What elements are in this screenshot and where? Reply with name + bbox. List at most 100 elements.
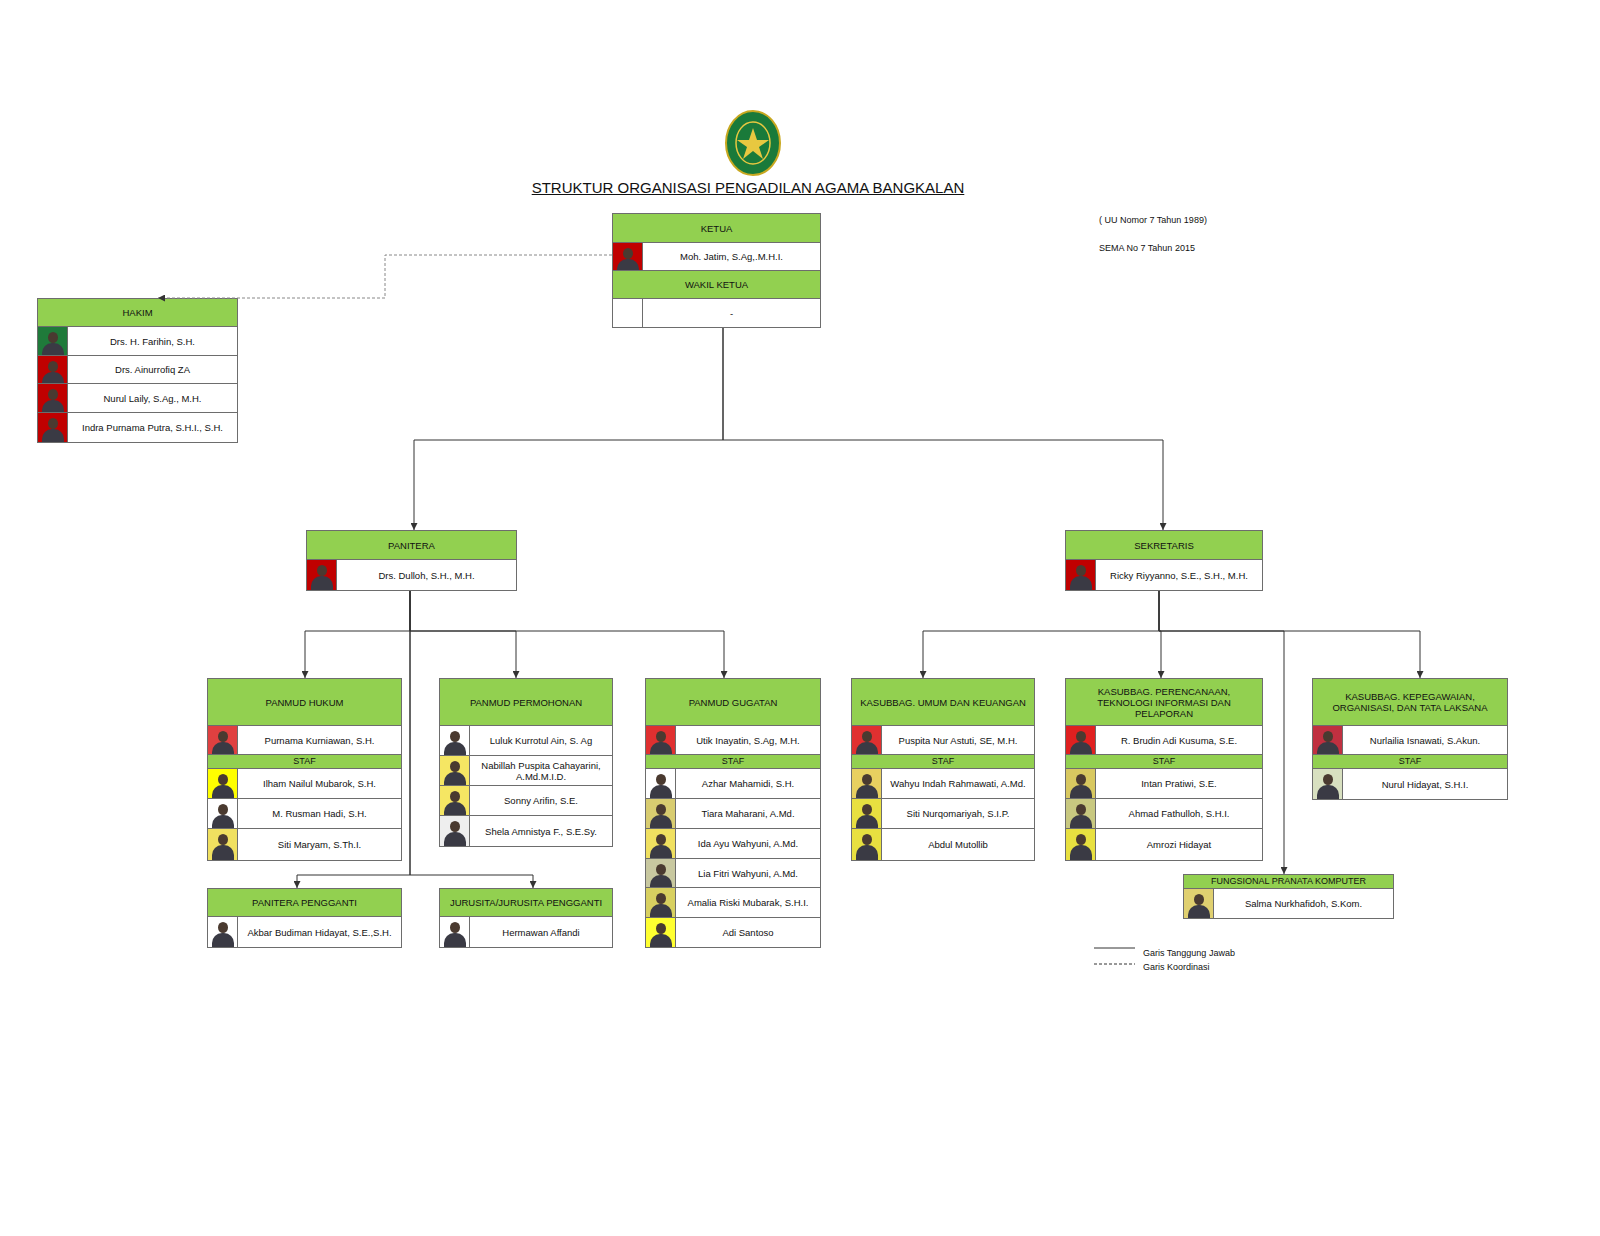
name-row: Nurul Laily, S.Ag., M.H. (38, 384, 237, 413)
position-title: KASUBBAG. PERENCANAAN, TEKNOLOGI INFORMA… (1070, 686, 1258, 719)
person-name: Moh. Jatim, S.Ag,.M.H.I. (680, 251, 783, 262)
note-label: SEMA No 7 Tahun 2015 (1099, 243, 1195, 253)
photo-body (650, 845, 672, 858)
photo-frame (38, 327, 68, 355)
photo-head (48, 361, 58, 372)
connector (1159, 591, 1161, 678)
name-cell: Nurul Laily, S.Ag., M.H. (68, 384, 237, 412)
photo-head (656, 731, 666, 742)
photo-body (1070, 815, 1092, 828)
photo-body (856, 785, 878, 798)
name-cell: Sonny Arifin, S.E. (470, 786, 612, 815)
photo-body (650, 934, 672, 947)
position-title: PANITERA PENGGANTI (252, 897, 357, 908)
person-name: Salma Nurkhafidoh, S.Kom. (1245, 898, 1362, 909)
name-row: - (613, 299, 820, 327)
photo-frame (646, 888, 676, 917)
person-name: Shela Amnistya F., S.E.Sy. (485, 826, 597, 837)
name-cell: Siti Nurqomariyah, S.I.P. (882, 799, 1034, 828)
photo-body (1317, 785, 1339, 799)
photo-frame (38, 356, 68, 383)
person-name: Tiara Maharani, A.Md. (701, 808, 794, 819)
person-name: Luluk Kurrotul Ain, S. Ag (490, 735, 592, 746)
name-row: Tiara Maharani, A.Md. (646, 799, 820, 829)
name-cell: Amrozi Hidayat (1096, 829, 1262, 860)
photo-frame (440, 816, 470, 846)
staff-band: STAF (1313, 755, 1507, 769)
photo-body (42, 343, 64, 355)
photo-head (862, 804, 872, 815)
person-name: Utik Inayatin, S.Ag, M.H. (696, 735, 799, 746)
photo-head (862, 834, 872, 845)
name-row: Wahyu Indah Rahmawati, A.Md. (852, 769, 1034, 799)
photo-head (450, 791, 460, 802)
name-cell: Lia Fitri Wahyuni, A.Md. (676, 859, 820, 887)
name-cell: Adi Santoso (676, 918, 820, 947)
photo-frame (646, 918, 676, 947)
photo-head (48, 389, 58, 400)
staff-label: STAF (293, 756, 315, 767)
photo-head (656, 834, 666, 845)
photo-frame (1313, 726, 1343, 754)
photo-body (1070, 576, 1092, 590)
name-cell: Drs. Ainurrofiq ZA (68, 356, 237, 383)
photo-body (212, 933, 234, 947)
name-row: Adi Santoso (646, 918, 820, 947)
name-row: Salma Nurkhafidoh, S.Kom. (1184, 889, 1393, 918)
photo-body (650, 904, 672, 917)
person-name: Sonny Arifin, S.E. (504, 795, 578, 806)
photo-frame (646, 769, 676, 798)
position-header: KASUBBAG. UMUM DAN KEUANGAN (852, 679, 1034, 726)
name-cell: Hermawan Affandi (470, 917, 612, 947)
position-header: PANMUD PERMOHONAN (440, 679, 612, 726)
name-row: Drs. H. Farihin, S.H. (38, 327, 237, 356)
person-name: Nurlailia Isnawati, S.Akun. (1370, 735, 1480, 746)
photo-body (856, 815, 878, 828)
photo-head (218, 804, 228, 815)
org-box: KETUAMoh. Jatim, S.Ag,.M.H.I.WAKIL KETUA… (612, 213, 821, 328)
photo-frame (852, 726, 882, 754)
court-logo (726, 111, 780, 175)
photo-frame (440, 786, 470, 815)
staff-band: FUNGSIONAL PRANATA KOMPUTER (1184, 875, 1393, 889)
photo-head (1076, 804, 1086, 815)
name-row: R. Brudin Adi Kusuma, S.E. (1066, 726, 1262, 755)
name-row: Amrozi Hidayat (1066, 829, 1262, 860)
person-name: Purnama Kurniawan, S.H. (265, 735, 375, 746)
photo-body (1317, 742, 1339, 754)
name-cell: Ricky Riyyanno, S.E., S.H., M.H. (1096, 560, 1262, 590)
photo-head (218, 834, 228, 845)
position-title: PANITERA (388, 540, 435, 551)
name-cell: Siti Maryam, S.Th.I. (238, 829, 401, 860)
person-name: Puspita Nur Astuti, SE, M.H. (899, 735, 1018, 746)
photo-frame (646, 859, 676, 887)
photo-frame (208, 829, 238, 860)
name-cell: Salma Nurkhafidoh, S.Kom. (1214, 889, 1393, 918)
photo-body (1070, 845, 1092, 860)
photo-head (1194, 894, 1204, 905)
name-row: Nurlailia Isnawati, S.Akun. (1313, 726, 1507, 755)
photo-head (1323, 731, 1333, 742)
person-name: Nurul Laily, S.Ag., M.H. (103, 393, 201, 404)
name-row: Drs. Dulloh, S.H., M.H. (307, 560, 516, 590)
photo-body (42, 400, 64, 412)
person-name: Akbar Budiman Hidayat, S.E.,S.H. (247, 927, 391, 938)
photo-head (450, 821, 460, 832)
name-row: Ida Ayu Wahyuni, A.Md. (646, 829, 820, 859)
legend-solid-sample (1094, 948, 1135, 949)
name-row: Sonny Arifin, S.E. (440, 786, 612, 816)
name-cell: Nabillah Puspita Cahayarini, A.Md.M.I.D. (470, 756, 612, 785)
photo-frame (208, 769, 238, 798)
connector (158, 255, 612, 298)
connector (297, 591, 410, 888)
photo-frame (852, 829, 882, 860)
photo-frame (1184, 889, 1214, 918)
org-box: PANITERA Drs. Dulloh, S.H., M.H. (306, 530, 517, 591)
position-header: KASUBBAG. KEPEGAWAIAN, ORGANISASI, DAN T… (1313, 679, 1507, 726)
photo-body (650, 742, 672, 754)
position-header: PANMUD HUKUM (208, 679, 401, 726)
org-box: PANMUD HUKUMPurnama Kurniawan, S.H.STAFI… (207, 678, 402, 861)
legend-text: Garis Koordinasi (1143, 962, 1210, 972)
person-name: R. Brudin Adi Kusuma, S.E. (1121, 735, 1237, 746)
